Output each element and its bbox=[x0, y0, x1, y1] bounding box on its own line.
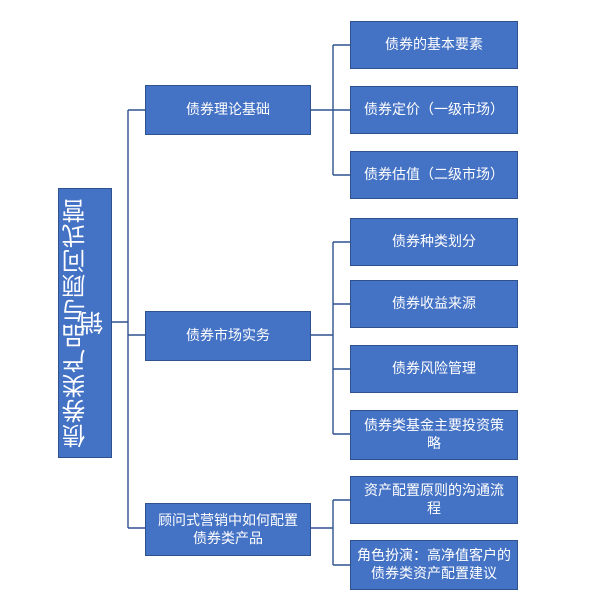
connector-root-trunk bbox=[112, 109, 145, 529]
root-label: 债券类产品与顾问式营销 bbox=[62, 198, 108, 448]
leaf-label: 角色扮演：高净值客户的债券类资产配置建议 bbox=[357, 548, 511, 582]
leaf-label: 债券类基金主要投资策略 bbox=[364, 418, 504, 452]
branch-node-3: 顾问式营销中如何配置债券类产品 bbox=[145, 503, 311, 556]
leaf-node-3-1: 资产配置原则的沟通流程 bbox=[350, 476, 518, 524]
leaf-node-1-3: 债券估值（二级市场） bbox=[350, 151, 518, 199]
branch-label: 债券理论基础 bbox=[186, 102, 270, 118]
leaf-node-2-3: 债券风险管理 bbox=[350, 345, 518, 393]
leaf-label: 债券风险管理 bbox=[392, 361, 476, 377]
leaf-node-1-2: 债券定价（一级市场） bbox=[350, 86, 518, 134]
leaf-label: 债券种类划分 bbox=[392, 234, 476, 250]
leaf-node-2-4: 债券类基金主要投资策略 bbox=[350, 410, 518, 460]
leaf-node-1-1: 债券的基本要素 bbox=[350, 21, 518, 69]
connector-branch-1 bbox=[311, 44, 350, 176]
branch-label: 债券市场实务 bbox=[186, 328, 270, 344]
leaf-node-2-1: 债券种类划分 bbox=[350, 218, 518, 266]
branch-node-1: 债券理论基础 bbox=[145, 85, 311, 135]
connector-branch-2 bbox=[311, 241, 350, 435]
branch-label: 顾问式营销中如何配置债券类产品 bbox=[158, 512, 298, 547]
leaf-label: 债券估值（二级市场） bbox=[364, 167, 504, 183]
leaf-label: 债券收益来源 bbox=[392, 296, 476, 312]
branch-node-2: 债券市场实务 bbox=[145, 311, 311, 361]
leaf-node-2-2: 债券收益来源 bbox=[350, 280, 518, 328]
leaf-label: 资产配置原则的沟通流程 bbox=[364, 483, 504, 517]
root-node: 债券类产品与顾问式营销 bbox=[58, 188, 112, 458]
leaf-node-3-2: 角色扮演：高净值客户的债券类资产配置建议 bbox=[350, 540, 518, 590]
leaf-label: 债券的基本要素 bbox=[385, 37, 483, 53]
leaf-label: 债券定价（一级市场） bbox=[364, 102, 504, 118]
connector-branch-3 bbox=[311, 499, 350, 566]
